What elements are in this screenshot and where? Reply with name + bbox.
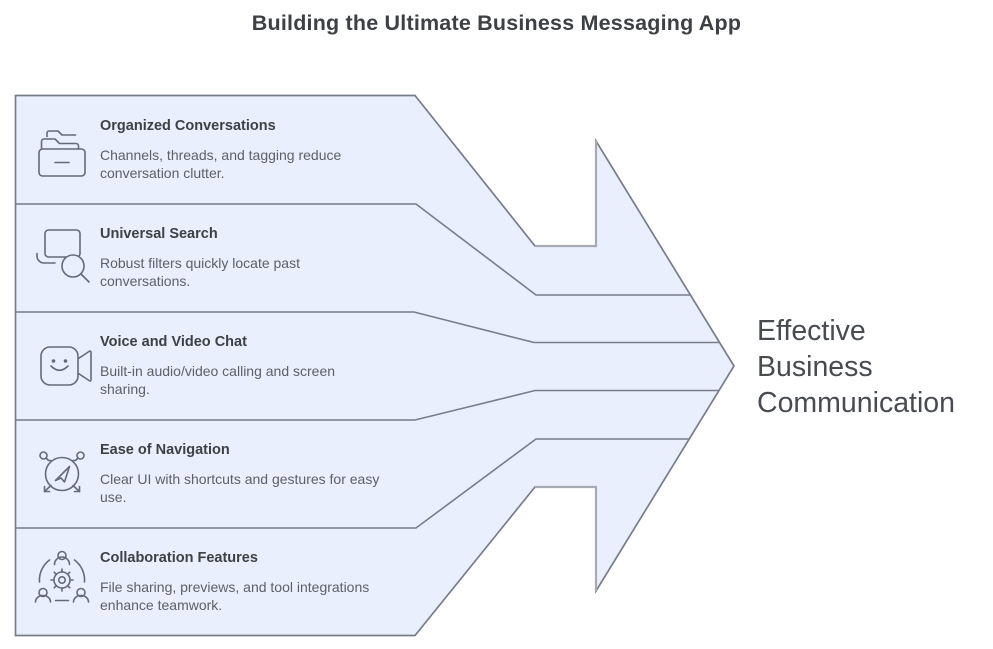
banner-desc-line: Robust filters quickly locate past [100,255,300,271]
laptop-search-icon [36,229,90,283]
result-line: Business [757,351,873,383]
banner-desc-line: Clear UI with shortcuts and gestures for… [100,471,380,487]
banner-description: Clear UI with shortcuts and gestures for… [100,470,408,506]
banner-title: Ease of Navigation [100,442,230,458]
arrow-notch-edges [535,141,598,591]
banner-title: Collaboration Features [100,550,258,566]
banner-desc-line: Channels, threads, and tagging reduce [100,147,342,163]
banner-title: Organized Conversations [100,118,276,134]
archive-drawer-icon [38,130,86,177]
team-collaboration-icon [34,550,90,603]
banner-universal-search: Universal Search Robust filters quickly … [100,226,408,290]
banner-ease-of-navigation: Ease of Navigation Clear UI with shortcu… [100,442,408,506]
banner-description: Channels, threads, and tagging reduce co… [100,146,408,182]
result-line: Effective [757,315,866,347]
banner-desc-line: sharing. [100,381,150,397]
video-camera-icon [40,346,92,386]
banner-desc-line: conversation clutter. [100,165,225,181]
banner-description: Robust filters quickly locate past conve… [100,254,408,290]
banner-desc-line: File sharing, previews, and tool integra… [100,579,370,595]
banner-voice-video-chat: Voice and Video Chat Built-in audio/vide… [100,334,408,398]
page-title: Building the Ultimate Business Messaging… [251,11,742,35]
banner-title: Universal Search [100,226,218,242]
result-line: Communication [757,387,955,419]
banner-organized-conversations: Organized Conversations Channels, thread… [100,118,408,182]
banner-title: Voice and Video Chat [100,334,247,350]
banner-desc-line: enhance teamwork. [100,597,223,613]
banner-desc-line: use. [100,489,127,505]
banner-desc-line: conversations. [100,273,191,289]
banner-desc-line: Built-in audio/video calling and screen [100,363,336,379]
banner-description: Built-in audio/video calling and screen … [100,362,408,398]
arrow-silhouette [14,94,735,637]
navigation-cursor-icon [39,451,85,493]
result-label: Effective Business Communication [757,313,955,421]
band-divider-lines [15,203,720,529]
banner-description: File sharing, previews, and tool integra… [100,578,408,614]
banner-collaboration-features: Collaboration Features File sharing, pre… [100,550,408,614]
